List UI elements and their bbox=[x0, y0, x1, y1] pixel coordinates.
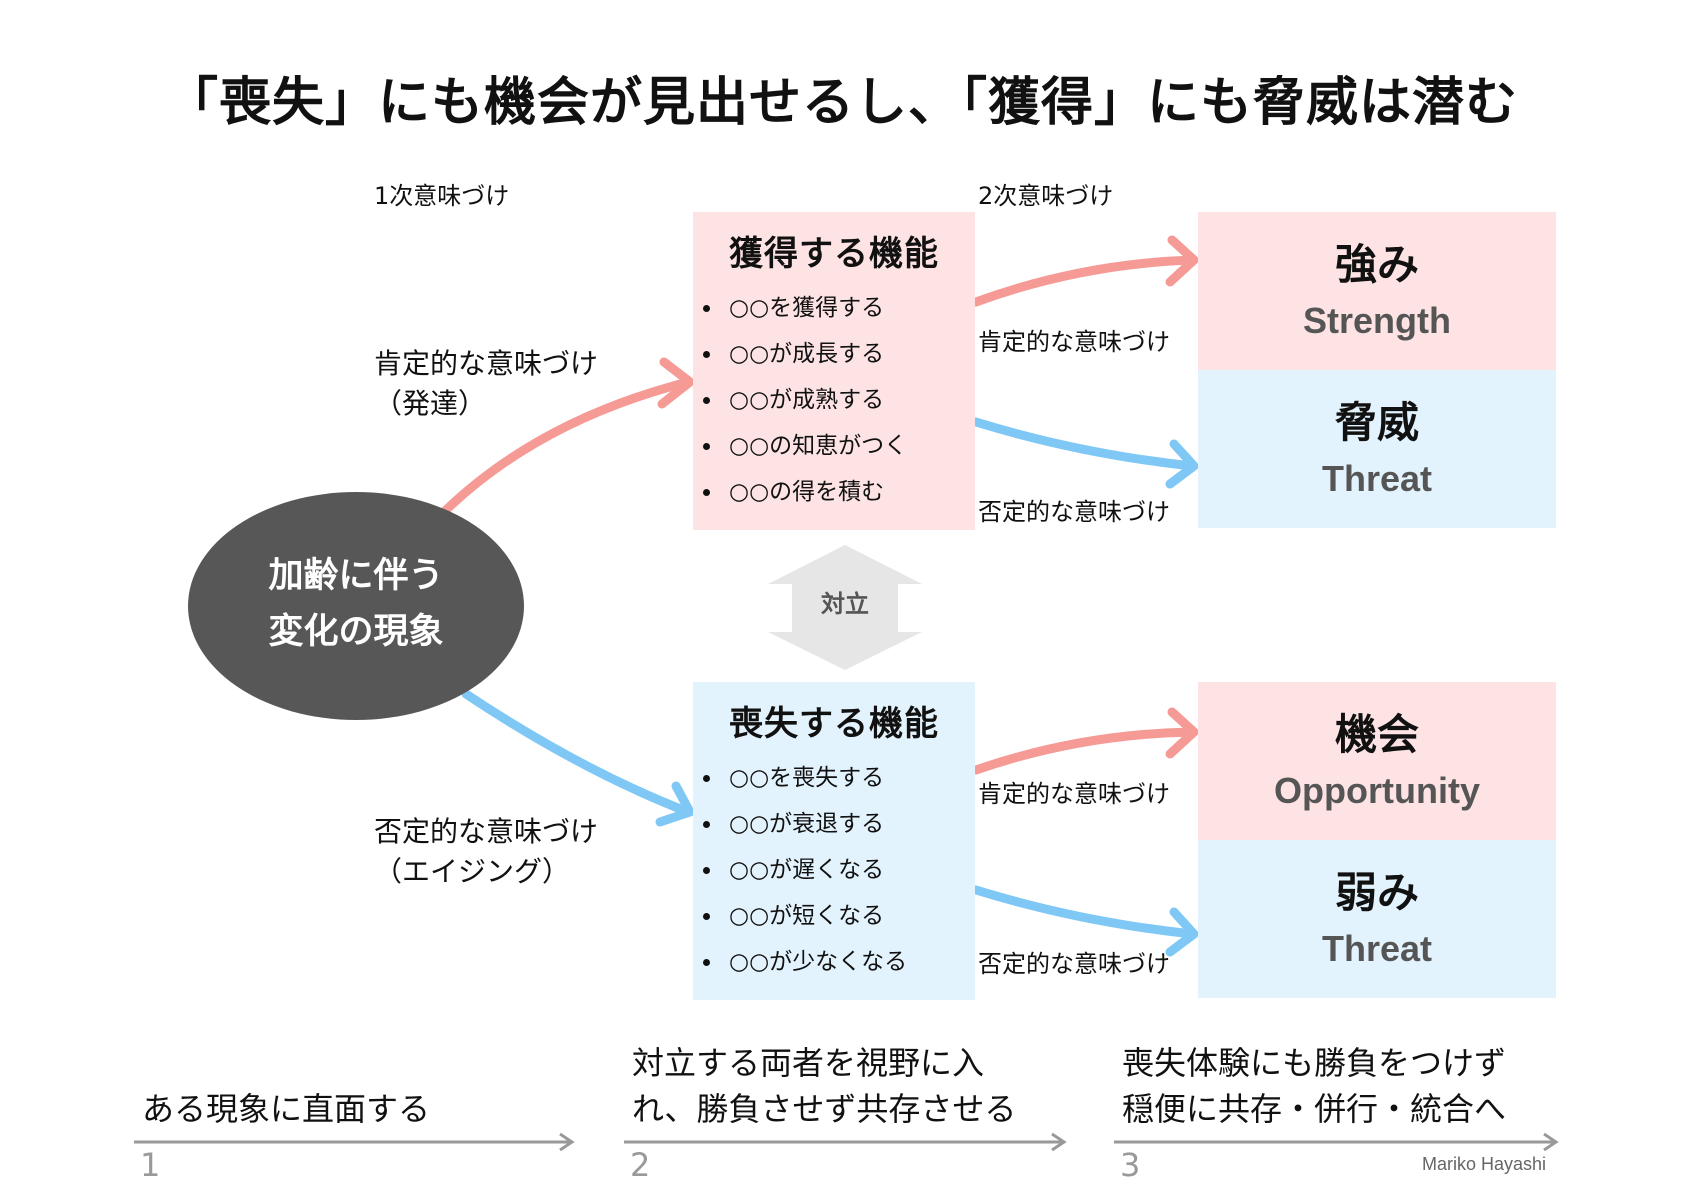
list-item: ○○が短くなる bbox=[693, 893, 975, 939]
conflict-double-arrow bbox=[768, 545, 922, 670]
strength-box: 強み Strength bbox=[1198, 212, 1556, 370]
step-3-text: 喪失体験にも勝負をつけず 穏便に共存・併行・統合へ bbox=[1122, 1040, 1506, 1132]
step-1-line1: ある現象に直面する bbox=[142, 1090, 431, 1128]
strength-jp: 強み bbox=[1334, 240, 1419, 289]
opportunity-en: Opportunity bbox=[1274, 770, 1480, 811]
step-2-line2: れ、勝負させず共存させる bbox=[632, 1090, 1017, 1128]
step-3-arrowhead bbox=[1543, 1132, 1559, 1152]
positive-primary-line2: （発達） bbox=[374, 387, 487, 420]
step-3-line1: 喪失体験にも勝負をつけず bbox=[1122, 1044, 1507, 1082]
gain-functions-box: 獲得する機能 ○○を獲得する ○○が成長する ○○が成熟する ○○の知恵がつく … bbox=[693, 212, 975, 530]
center-line2: 変化の現象 bbox=[268, 612, 444, 652]
weakness-jp: 弱み bbox=[1334, 868, 1419, 917]
arrowhead-gain-to-strength bbox=[1165, 235, 1199, 287]
arrowhead-center-to-gain bbox=[657, 357, 695, 409]
arrow-center-to-gain bbox=[441, 377, 693, 515]
opportunity-jp: 機会 bbox=[1334, 710, 1419, 759]
arrow-gain-to-threat bbox=[971, 417, 1197, 471]
threat-box: 脅威 Threat bbox=[1198, 370, 1556, 528]
list-item: ○○が少なくなる bbox=[693, 939, 975, 985]
list-item: ○○を獲得する bbox=[693, 285, 975, 331]
strength-en: Strength bbox=[1303, 300, 1451, 341]
arrowhead-loss-to-weakness bbox=[1165, 907, 1199, 957]
gain-functions-list: ○○を獲得する ○○が成長する ○○が成熟する ○○の知恵がつく ○○の得を積む bbox=[693, 285, 975, 515]
arrow-loss-to-weakness bbox=[971, 885, 1197, 939]
list-item: ○○が成長する bbox=[693, 331, 975, 377]
list-item: ○○の知恵がつく bbox=[693, 423, 975, 469]
gain-functions-heading: 獲得する機能 bbox=[729, 234, 939, 274]
arrowhead-center-to-loss bbox=[655, 781, 695, 827]
weakness-en: Threat bbox=[1321, 928, 1433, 969]
conflict-label: 対立 bbox=[821, 590, 869, 618]
gain-negative-label: 否定的な意味づけ bbox=[978, 498, 1170, 526]
list-item: ○○の得を積む bbox=[693, 469, 975, 515]
step-1-arrowhead bbox=[559, 1132, 575, 1152]
author-credit: Mariko Hayashi bbox=[1422, 1154, 1547, 1174]
negative-primary-label: 否定的な意味づけ （エイジング） bbox=[374, 812, 598, 892]
aging-phenomenon-node: 加齢に伴う 変化の現象 bbox=[188, 492, 524, 720]
list-item: ○○が衰退する bbox=[693, 801, 975, 847]
list-item: ○○を喪失する bbox=[693, 755, 975, 801]
primary-meaning-label: 1次意味づけ bbox=[374, 182, 510, 210]
step-3-number: 3 bbox=[1120, 1146, 1141, 1184]
threat-jp: 脅威 bbox=[1334, 398, 1419, 447]
arrow-center-to-loss bbox=[461, 689, 693, 817]
step-2-number: 2 bbox=[630, 1146, 651, 1184]
loss-functions-box: 喪失する機能 ○○を喪失する ○○が衰退する ○○が遅くなる ○○が短くなる ○… bbox=[693, 682, 975, 1000]
threat-en: Threat bbox=[1321, 458, 1433, 499]
gain-positive-label: 肯定的な意味づけ bbox=[978, 328, 1170, 356]
list-item: ○○が成熟する bbox=[693, 377, 975, 423]
negative-primary-line2: （エイジング） bbox=[374, 855, 571, 888]
loss-functions-heading: 喪失する機能 bbox=[729, 704, 939, 744]
positive-primary-label: 肯定的な意味づけ （発達） bbox=[374, 344, 598, 424]
step-2-text: 対立する両者を視野に入 れ、勝負させず共存させる bbox=[632, 1040, 1016, 1132]
arrow-loss-to-opportunity bbox=[971, 727, 1197, 775]
step-1-number: 1 bbox=[140, 1146, 161, 1184]
step-3-line2: 穏便に共存・併行・統合へ bbox=[1122, 1090, 1507, 1128]
opportunity-box: 機会 Opportunity bbox=[1198, 682, 1556, 840]
negative-primary-line1: 否定的な意味づけ bbox=[374, 815, 599, 848]
step-1-text: ある現象に直面する bbox=[142, 1086, 430, 1132]
arrowhead-gain-to-threat bbox=[1165, 439, 1199, 489]
loss-negative-label: 否定的な意味づけ bbox=[978, 950, 1170, 978]
arrowhead-loss-to-opportunity bbox=[1165, 707, 1199, 759]
positive-primary-line1: 肯定的な意味づけ bbox=[374, 347, 599, 380]
loss-functions-list: ○○を喪失する ○○が衰退する ○○が遅くなる ○○が短くなる ○○が少なくなる bbox=[693, 755, 975, 985]
step-2-line1: 対立する両者を視野に入 bbox=[632, 1044, 985, 1082]
weakness-box: 弱み Threat bbox=[1198, 840, 1556, 998]
center-line1: 加齢に伴う bbox=[268, 556, 444, 596]
loss-positive-label: 肯定的な意味づけ bbox=[978, 780, 1170, 808]
list-item: ○○が遅くなる bbox=[693, 847, 975, 893]
secondary-meaning-label: 2次意味づけ bbox=[978, 182, 1114, 210]
arrow-gain-to-strength bbox=[971, 255, 1197, 307]
step-2-arrowhead bbox=[1051, 1132, 1067, 1152]
page-title: 「喪失」にも機会が見出せるし、「獲得」にも脅威は潜む bbox=[165, 73, 1518, 133]
